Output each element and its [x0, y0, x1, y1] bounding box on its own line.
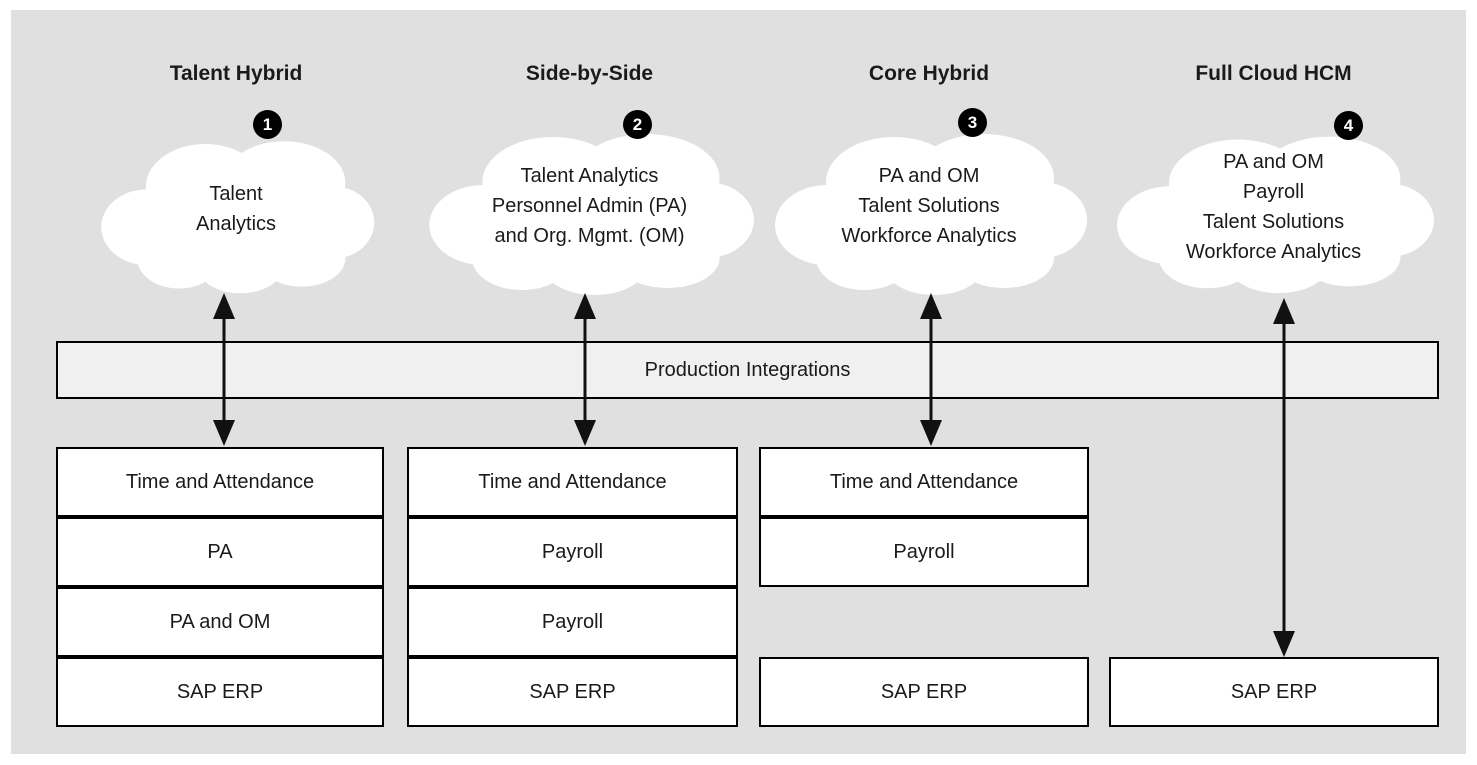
- stack-box: PA and OM: [56, 587, 384, 657]
- cloud-talent-hybrid: Talent Analytics: [96, 128, 376, 298]
- cloud-full-cloud-hcm: PA and OM Payroll Talent Solutions Workf…: [1111, 123, 1436, 298]
- arrow-up-icon: [920, 293, 942, 319]
- stack-box-label: Payroll: [541, 610, 604, 633]
- cloud-core-hybrid: PA and OM Talent Solutions Workforce Ana…: [769, 120, 1089, 300]
- stack-box: Time and Attendance: [759, 447, 1089, 517]
- stack-box-label: SAP ERP: [529, 680, 616, 703]
- stack-box-label: SAP ERP: [176, 680, 264, 703]
- stack-box: SAP ERP: [1109, 657, 1439, 727]
- arrow-shaft: [1282, 314, 1286, 641]
- arrow-shaft: [222, 309, 226, 430]
- stack-box: Payroll: [407, 587, 738, 657]
- stack-box-label: Time and Attendance: [829, 470, 1019, 493]
- cloud-text: PA and OM Payroll Talent Solutions Workf…: [1111, 123, 1436, 298]
- stack-box: Payroll: [407, 517, 738, 587]
- diagram-panel: Talent Hybrid Side-by-Side Core Hybrid F…: [11, 10, 1466, 754]
- arrow-down-icon: [213, 420, 235, 446]
- stack-box-label: SAP ERP: [880, 680, 968, 703]
- stack-box: Payroll: [759, 517, 1089, 587]
- cloud-line: Workforce Analytics: [1185, 240, 1362, 263]
- cloud-icon: [429, 134, 754, 295]
- stack-box-label: PA: [207, 540, 233, 563]
- stack-box: SAP ERP: [407, 657, 738, 727]
- arrow-up-icon: [1273, 298, 1295, 324]
- cloud-line: Workforce Analytics: [841, 225, 1017, 247]
- cloud-line: Talent Analytics: [520, 165, 659, 187]
- production-integrations-label: Production Integrations: [644, 358, 851, 381]
- stack-box: SAP ERP: [56, 657, 384, 727]
- stack-box-label: SAP ERP: [1230, 680, 1318, 703]
- cloud-icon: [775, 134, 1087, 295]
- stack-box: Time and Attendance: [56, 447, 384, 517]
- double-arrow-full-cloud-hcm: [1273, 298, 1295, 657]
- stack-box: PA: [56, 517, 384, 587]
- cloud-icon: [1117, 136, 1434, 294]
- cloud-line: PA and OM: [878, 165, 980, 187]
- stack-box: Time and Attendance: [407, 447, 738, 517]
- stack-box-label: Payroll: [541, 540, 604, 563]
- cloud-side-by-side: Talent Analytics Personnel Admin (PA) an…: [423, 120, 756, 300]
- cloud-line: Analytics: [195, 213, 277, 235]
- arrow-shaft: [583, 309, 587, 430]
- arrow-up-icon: [574, 293, 596, 319]
- stack-box-label: Time and Attendance: [478, 470, 667, 493]
- arrow-down-icon: [1273, 631, 1295, 657]
- arrow-down-icon: [920, 420, 942, 446]
- double-arrow-talent-hybrid: [213, 293, 235, 446]
- cloud-line: PA and OM: [1223, 150, 1324, 173]
- cloud-line: Talent: [209, 183, 263, 205]
- arrow-shaft: [929, 309, 933, 430]
- column-title-side-by-side: Side-by-Side: [525, 62, 654, 85]
- badge-4: 4: [1334, 111, 1363, 140]
- double-arrow-side-by-side: [574, 293, 596, 446]
- cloud-text: Talent Analytics: [96, 128, 376, 298]
- column-title-talent-hybrid: Talent Hybrid: [169, 62, 303, 85]
- cloud-text: PA and OM Talent Solutions Workforce Ana…: [769, 120, 1089, 300]
- double-arrow-core-hybrid: [920, 293, 942, 446]
- stack-box: SAP ERP: [759, 657, 1089, 727]
- production-integrations-bar: Production Integrations: [56, 341, 1439, 399]
- arrow-down-icon: [574, 420, 596, 446]
- badge-1: 1: [253, 110, 282, 139]
- cloud-text: Talent Analytics Personnel Admin (PA) an…: [423, 120, 756, 300]
- cloud-line: Talent Solutions: [858, 195, 1000, 217]
- cloud-line: Personnel Admin (PA): [491, 195, 688, 217]
- badge-2: 2: [623, 110, 652, 139]
- column-title-full-cloud-hcm: Full Cloud HCM: [1195, 62, 1352, 85]
- stack-box-label: Time and Attendance: [125, 470, 315, 493]
- cloud-line: and Org. Mgmt. (OM): [494, 225, 685, 247]
- badge-3: 3: [958, 108, 987, 137]
- cloud-icon: [101, 141, 375, 294]
- cloud-line: Payroll: [1242, 180, 1305, 203]
- cloud-line: Talent Solutions: [1202, 210, 1345, 233]
- arrow-up-icon: [213, 293, 235, 319]
- column-title-core-hybrid: Core Hybrid: [868, 62, 990, 85]
- stack-box-label: PA and OM: [169, 610, 271, 633]
- stack-box-label: Payroll: [893, 540, 955, 563]
